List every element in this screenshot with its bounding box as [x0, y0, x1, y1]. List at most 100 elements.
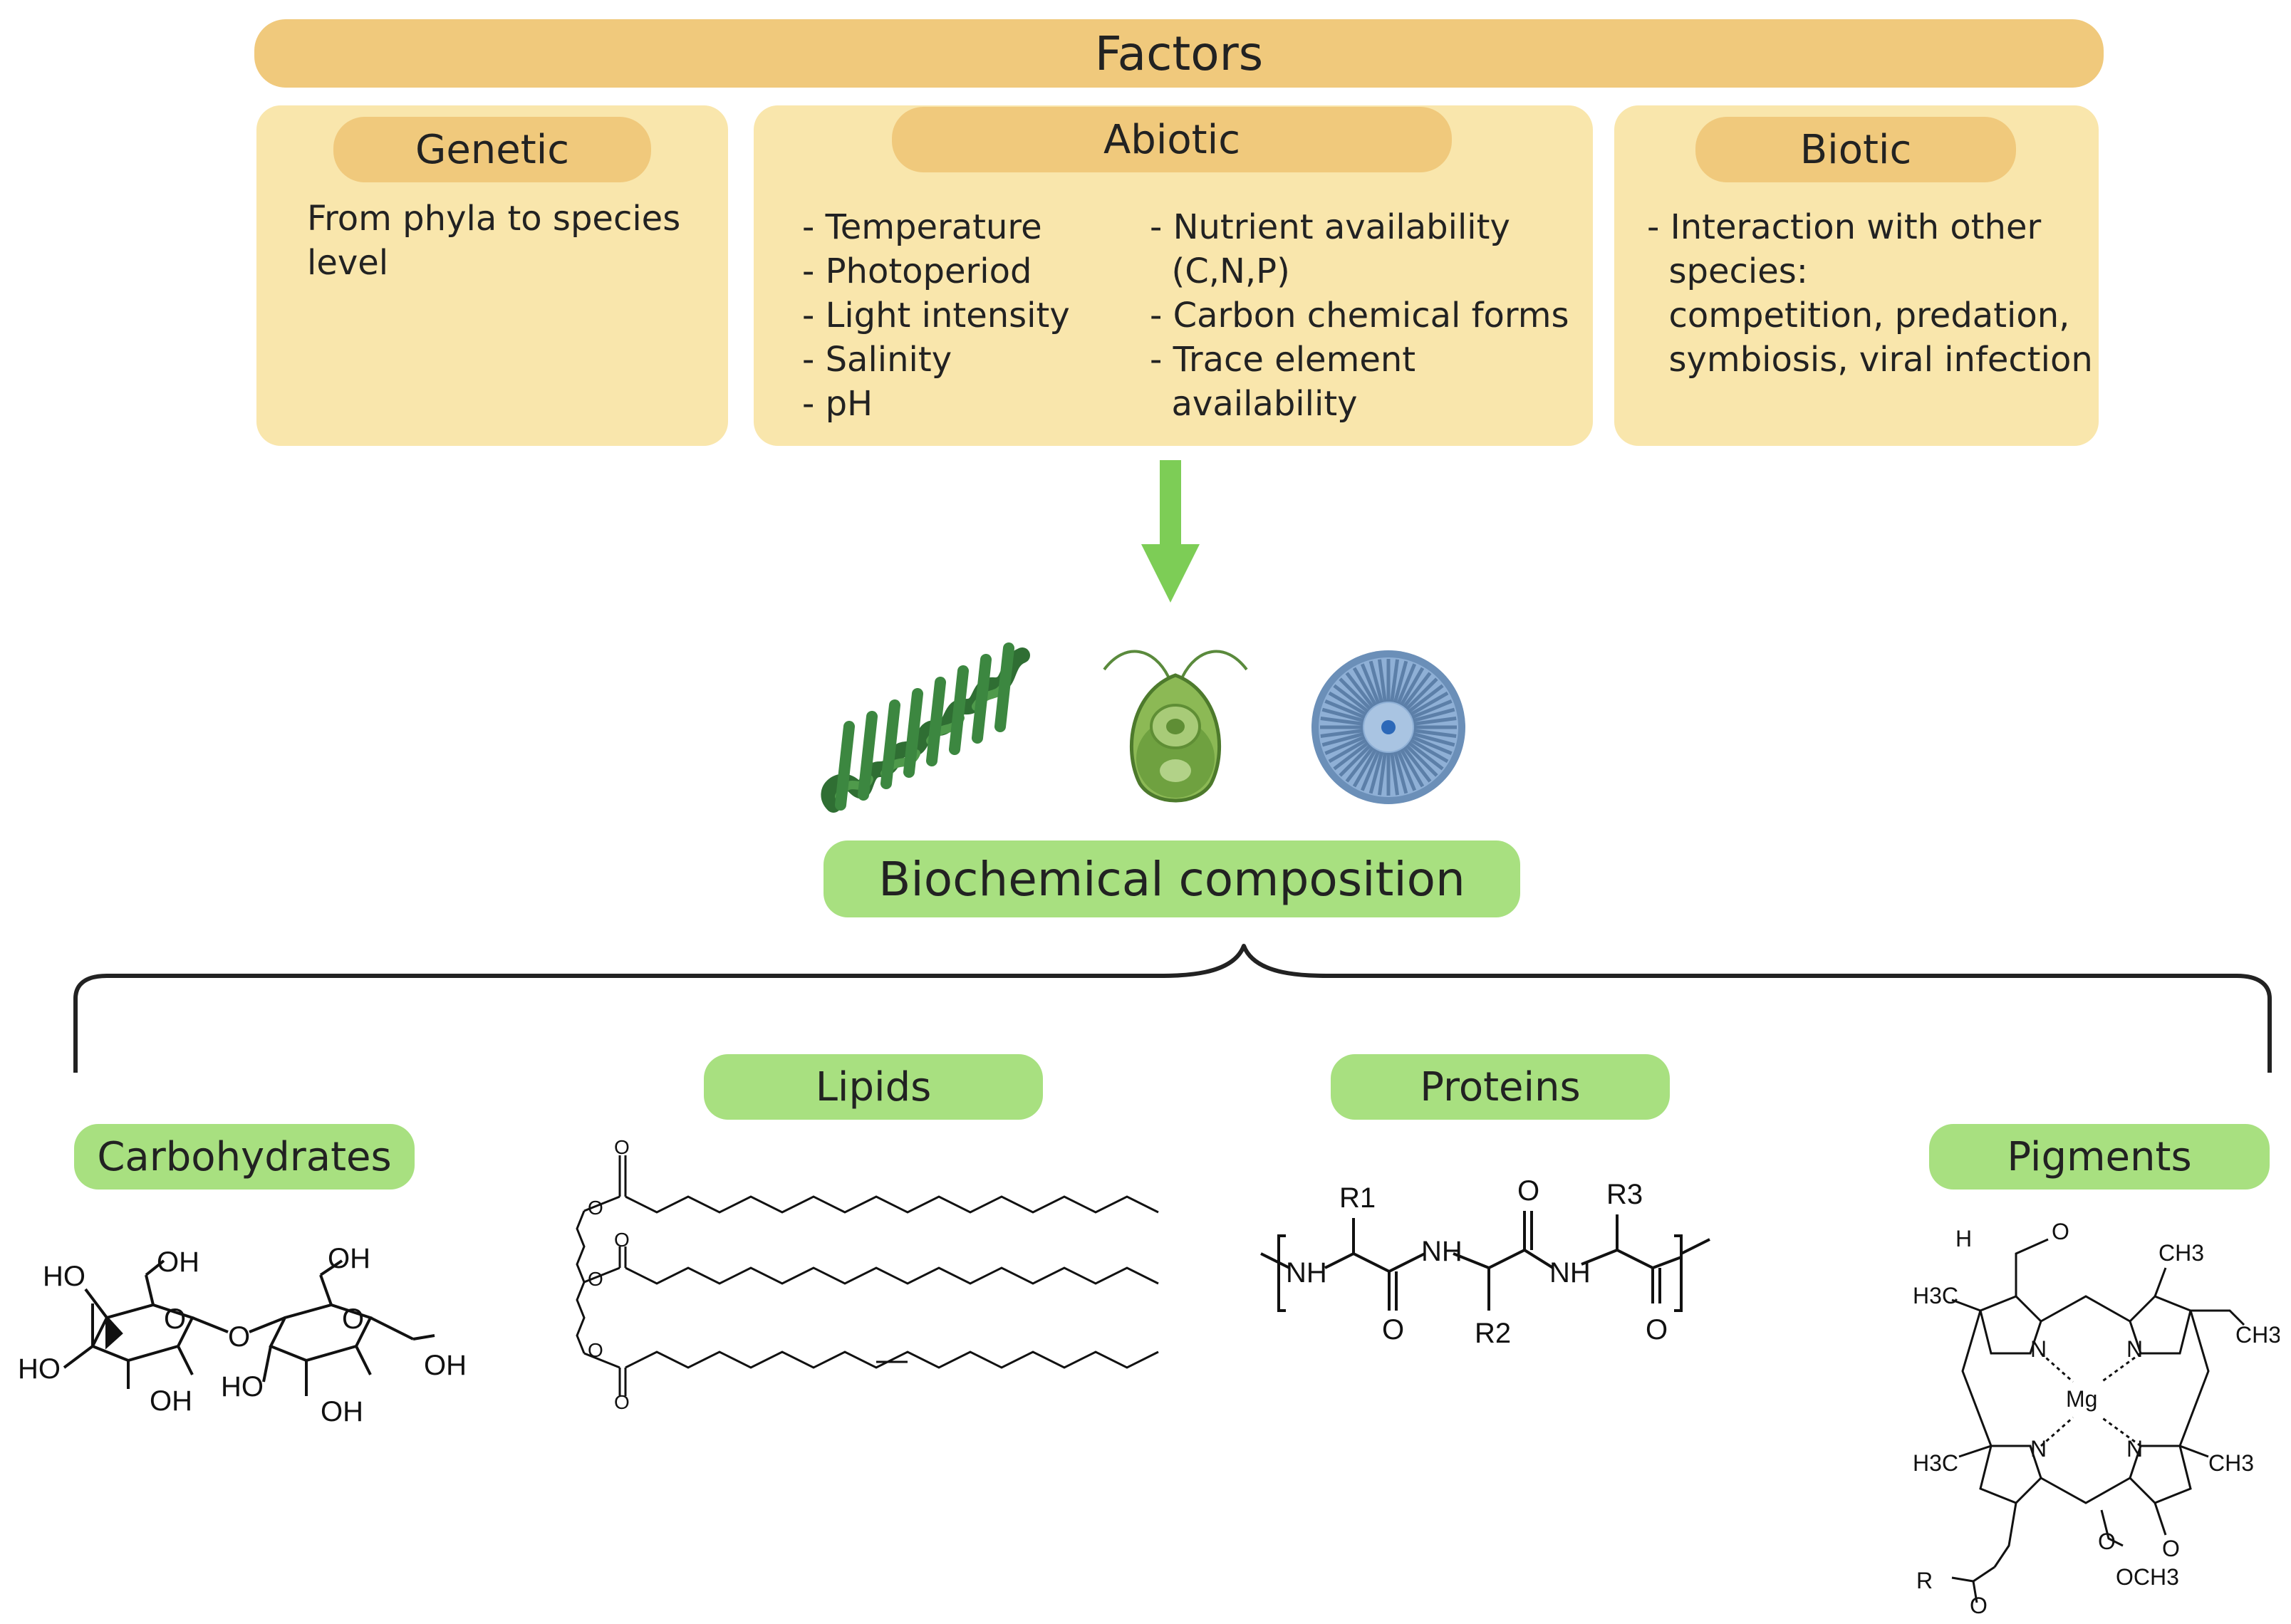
- diatom-ray: [1333, 741, 1369, 771]
- svg-text:O: O: [588, 1339, 603, 1361]
- lipids-pill: Lipids: [704, 1054, 1043, 1120]
- lipid-chain: [625, 1266, 1159, 1285]
- diatom-ray: [1405, 744, 1438, 777]
- diatom-ray: [1333, 684, 1369, 714]
- pigment-label: Mg: [2066, 1386, 2097, 1412]
- pigment-label: O: [2052, 1219, 2069, 1244]
- genetic-line: From phyla to species: [307, 199, 681, 239]
- diatom-ray: [1408, 684, 1444, 714]
- diatom-ray: [1402, 746, 1432, 783]
- pigment-label: OCH3: [2116, 1564, 2179, 1590]
- proteins-pill: Proteins: [1331, 1054, 1670, 1120]
- abiotic-item: - Temperature: [802, 207, 1042, 247]
- biotic-text: - Interaction with other species: compet…: [1647, 205, 2093, 382]
- diatom-ray: [1368, 751, 1384, 794]
- lipid-chain: [625, 1195, 1159, 1214]
- chlamydomonas-icon: [1103, 650, 1248, 803]
- diatom-ray: [1396, 750, 1417, 791]
- carb-label: OH: [150, 1385, 192, 1417]
- diatom-ray: [1328, 738, 1368, 764]
- diatom-ray: [1377, 752, 1387, 796]
- protein-label: R1: [1339, 1182, 1376, 1214]
- diatom-ray: [1409, 738, 1449, 764]
- protein-label: NH: [1421, 1236, 1463, 1267]
- pigment-label: H3C: [1913, 1283, 1958, 1308]
- abiotic-item: availability: [1150, 384, 1358, 424]
- diatom-ray: [1399, 667, 1425, 707]
- diatom-ray: [1377, 659, 1387, 702]
- abiotic-item: - Salinity: [802, 340, 952, 380]
- lipids-title: Lipids: [815, 1063, 932, 1110]
- pigment-label: N: [2030, 1436, 2047, 1462]
- diatom-ray: [1345, 672, 1375, 708]
- factors-title: Factors: [1094, 26, 1264, 81]
- diatom-ray: [1360, 663, 1381, 704]
- diatom-ray: [1339, 744, 1372, 777]
- diatom-ray: [1324, 699, 1366, 719]
- abiotic-left-list: - Temperature - Photoperiod - Light inte…: [802, 205, 1070, 426]
- svg-text:O: O: [588, 1268, 603, 1290]
- protein-label: NH: [1286, 1257, 1327, 1289]
- carbohydrates-pill: Carbohydrates: [74, 1124, 415, 1190]
- diatom-ray: [1324, 735, 1366, 756]
- carbohydrates-title: Carbohydrates: [97, 1133, 392, 1180]
- biotic-line: - Interaction with other: [1647, 207, 2042, 247]
- diatom-ray: [1321, 707, 1364, 723]
- diatom-ray: [1399, 748, 1425, 788]
- pigments-title: Pigments: [2007, 1133, 2192, 1180]
- pigment-label: O: [1970, 1593, 1988, 1617]
- pigment-label: H: [1955, 1226, 1972, 1251]
- diatom-ray: [1402, 672, 1432, 708]
- carb-label: HO: [221, 1371, 264, 1402]
- pigment-label: CH3: [2235, 1322, 2280, 1348]
- pigment-label: N: [2030, 1336, 2047, 1362]
- carb-label: OH: [328, 1243, 370, 1274]
- lipid-chain: [625, 1350, 1159, 1369]
- diatom-ray: [1321, 732, 1364, 747]
- diatom-ray: [1393, 751, 1408, 794]
- pigments-pill: Pigments: [1929, 1124, 2270, 1190]
- pigment-label: CH3: [2158, 1240, 2204, 1266]
- diatom-ray: [1413, 732, 1455, 747]
- diatom-ray: [1409, 691, 1449, 717]
- svg-text:O: O: [614, 1391, 630, 1410]
- diatom-ray: [1408, 741, 1444, 771]
- svg-text:O: O: [588, 1197, 603, 1219]
- diatom-ray: [1360, 750, 1381, 791]
- composition-title: Biochemical composition: [878, 851, 1465, 907]
- proteins-title: Proteins: [1420, 1063, 1581, 1110]
- svg-text:O: O: [614, 1229, 630, 1251]
- biotic-line: species:: [1647, 251, 1808, 291]
- abiotic-item: - Light intensity: [802, 296, 1070, 335]
- biotic-title-pill: Biotic: [1695, 117, 2016, 182]
- protein-label: NH: [1549, 1257, 1591, 1289]
- svg-text:O: O: [614, 1140, 630, 1158]
- biotic-line: symbiosis, viral infection: [1647, 340, 2093, 380]
- diatom-ray: [1328, 691, 1368, 717]
- abiotic-title-pill: Abiotic: [892, 107, 1452, 172]
- carb-label: HO: [18, 1353, 61, 1385]
- diatom-ray: [1320, 729, 1363, 739]
- pigment-structure: H O CH3 H3C N N Mg N N CH3 H3C CH3 O O O…: [1913, 1219, 2280, 1617]
- protein-structure: R1 NH NH O R3 NH O R2 O: [1260, 1175, 1710, 1349]
- pigment-label: CH3: [2208, 1450, 2254, 1476]
- carb-label: O: [228, 1321, 250, 1353]
- abiotic-item: - Trace element: [1150, 340, 1416, 380]
- carb-label: HO: [43, 1261, 85, 1292]
- diatom-ray: [1413, 716, 1457, 726]
- abiotic-item: - pH: [802, 384, 873, 424]
- protein-label: O: [1382, 1314, 1404, 1345]
- genetic-title: Genetic: [415, 126, 570, 173]
- diatom-ray: [1413, 707, 1455, 723]
- protein-label: R2: [1475, 1318, 1511, 1349]
- carb-label: OH: [321, 1396, 363, 1427]
- diatom-ray: [1320, 716, 1363, 726]
- lipid-structure: O O O O O O: [576, 1140, 1159, 1410]
- abiotic-item: - Photoperiod: [802, 251, 1032, 291]
- diatom-ray: [1352, 667, 1378, 707]
- spirulina-icon: [821, 642, 1030, 813]
- diatom-ray: [1411, 735, 1453, 756]
- biotic-title: Biotic: [1799, 126, 1912, 173]
- diatom-ray: [1393, 660, 1408, 703]
- pigment-label: O: [2162, 1536, 2180, 1561]
